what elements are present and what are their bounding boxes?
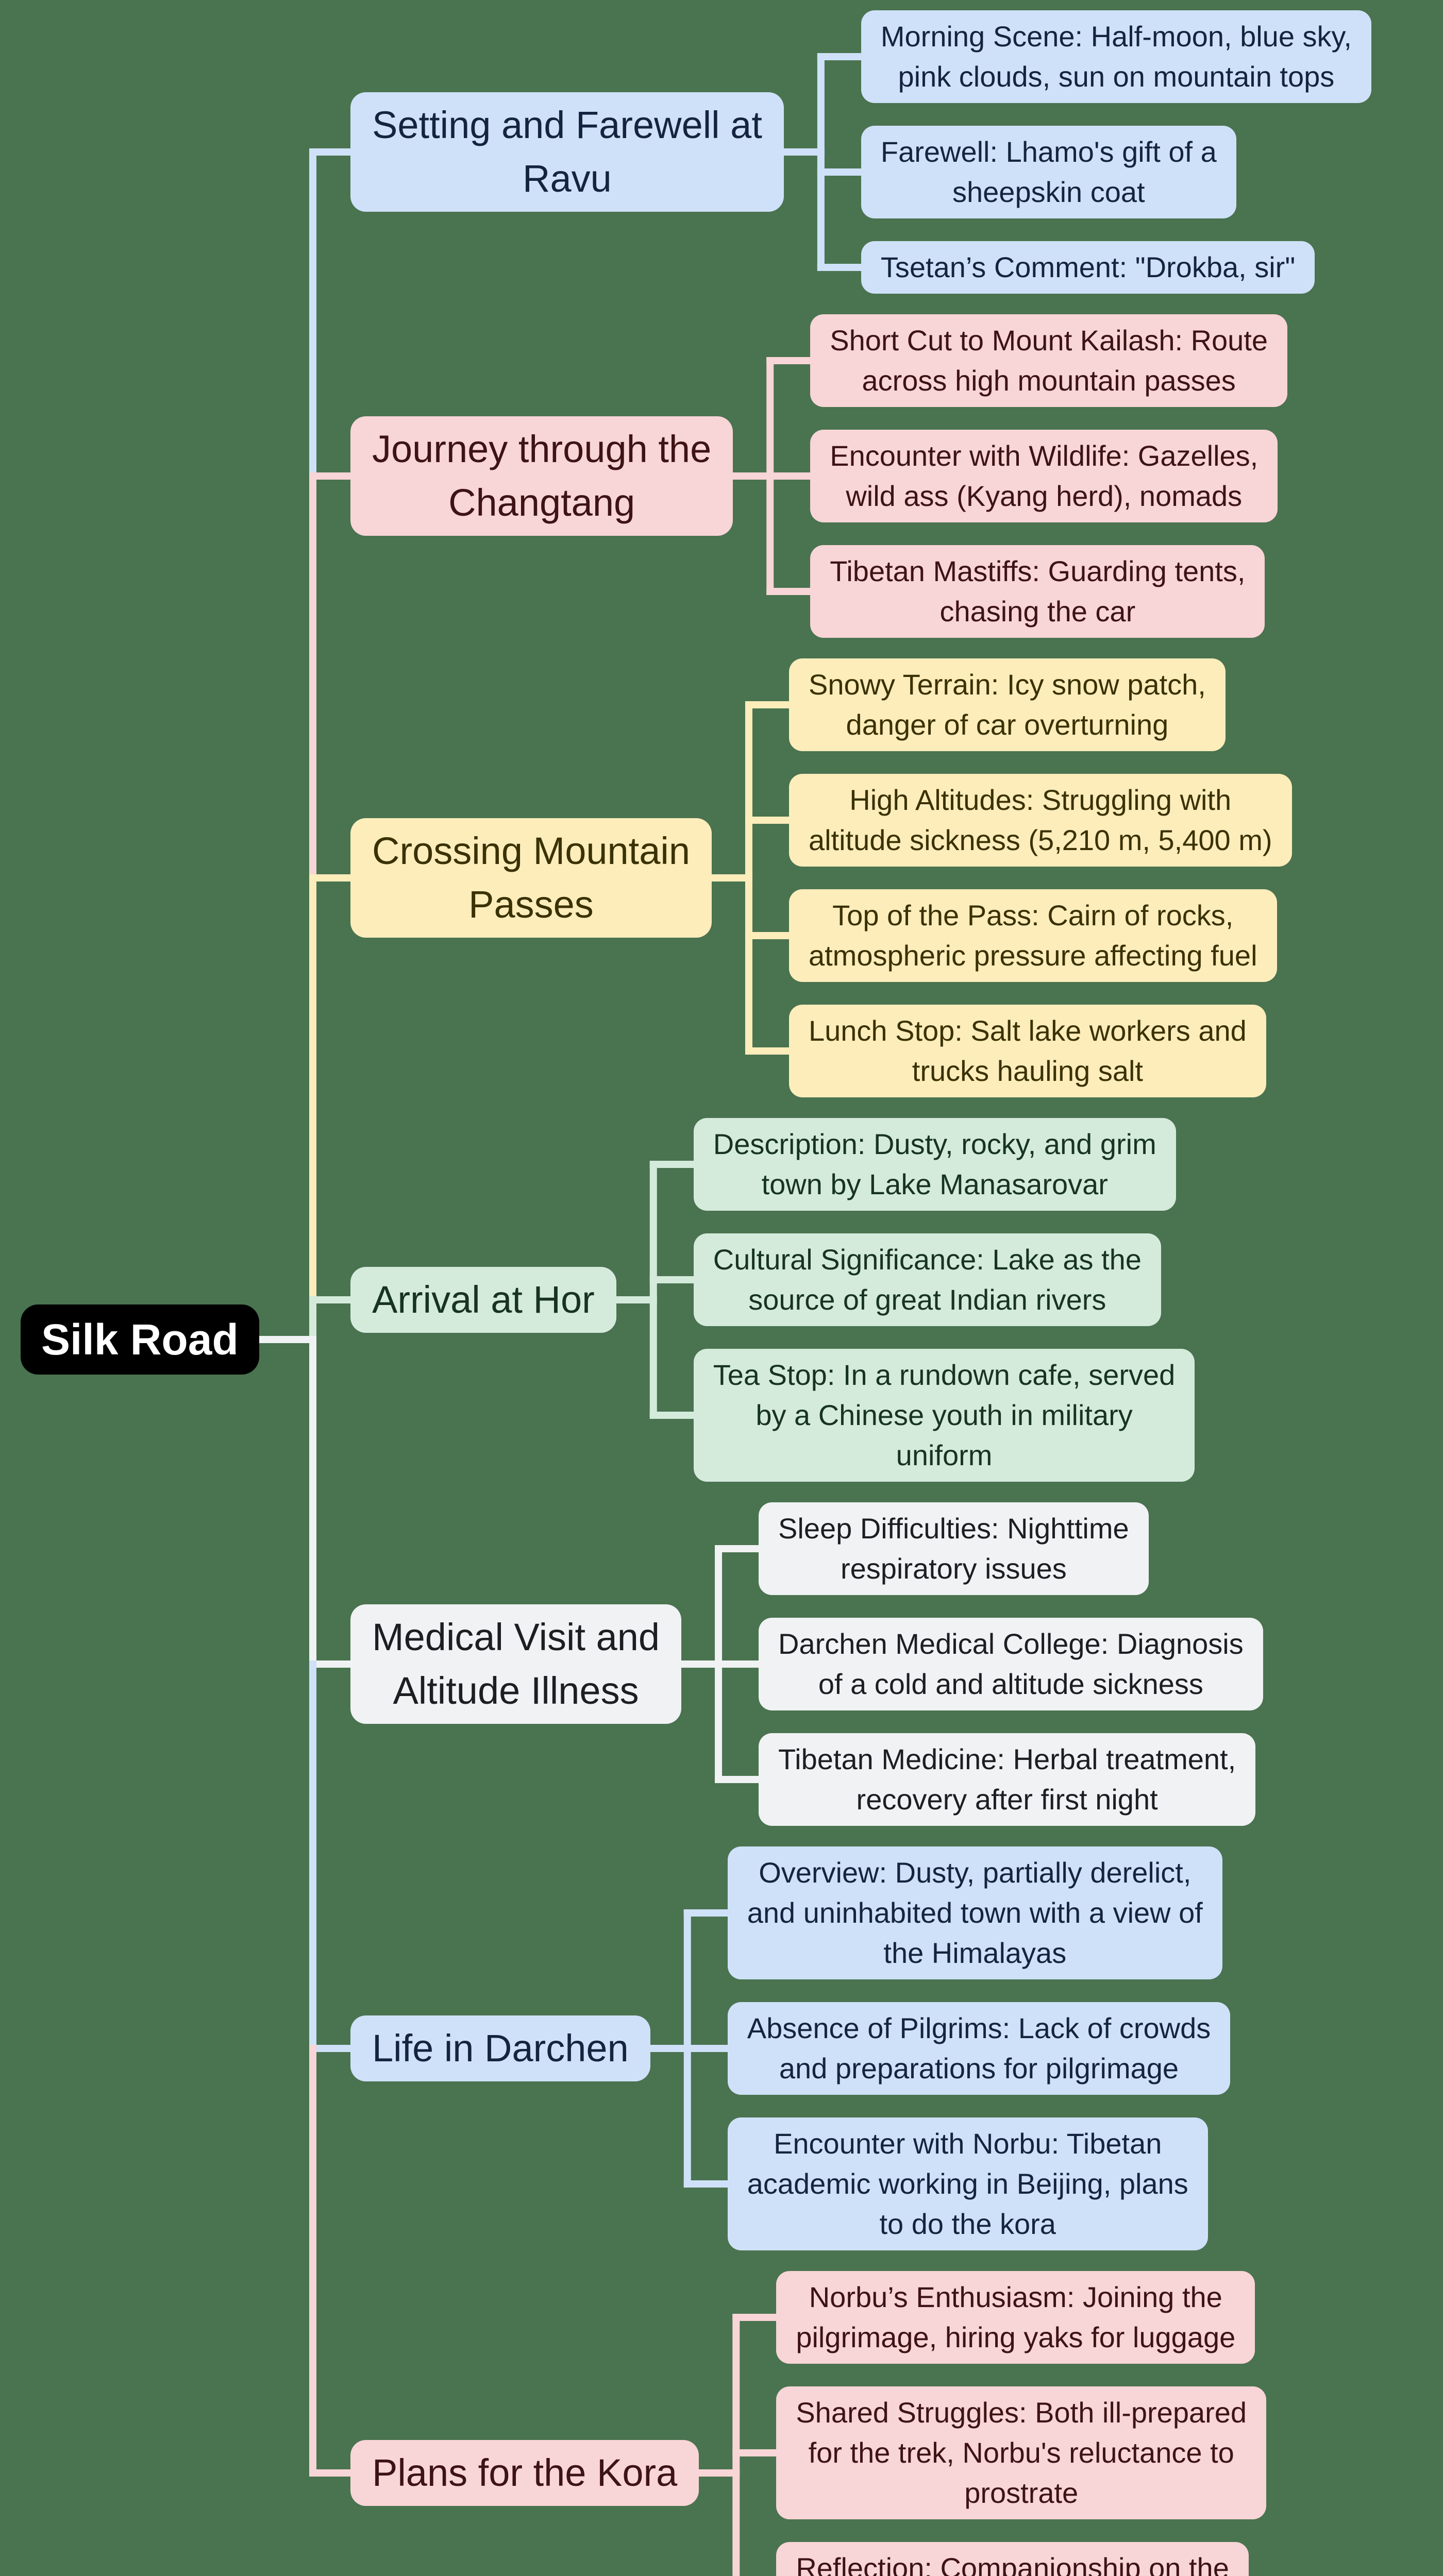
root-node[interactable]: Silk Road — [21, 1304, 259, 1375]
child-node[interactable]: Short Cut to Mount Kailash: Route across… — [810, 314, 1288, 407]
child-node[interactable]: Overview: Dusty, partially derelict, and… — [727, 1846, 1222, 1979]
child-node[interactable]: Snowy Terrain: Icy snow patch, danger of… — [788, 658, 1226, 751]
branch-row: Setting and Farewell at Ravu Morning Scen… — [350, 10, 1371, 294]
branch-children: Short Cut to Mount Kailash: Route across… — [810, 314, 1288, 638]
child-node[interactable]: Tea Stop: In a rundown cafe, served by a… — [693, 1349, 1195, 1482]
branch-children: Norbu’s Enthusiasm: Joining the pilgrima… — [776, 2271, 1267, 2576]
child-node[interactable]: Tsetan’s Comment: "Drokba, sir" — [861, 241, 1315, 294]
branch-title-node[interactable]: Crossing Mountain Passes — [350, 818, 712, 938]
child-node[interactable]: Tibetan Medicine: Herbal treatment, reco… — [759, 1733, 1256, 1826]
branch-row: Plans for the Kora Norbu’s Enthusiasm: Jo… — [350, 2271, 1371, 2576]
branch-title-node[interactable]: Medical Visit and Altitude Illness — [350, 1604, 682, 1724]
branch-title-node[interactable]: Journey through the Changtang — [350, 416, 733, 536]
branch-children: Sleep Difficulties: Nighttime respirator… — [759, 1502, 1263, 1826]
branch-children: Snowy Terrain: Icy snow patch, danger of… — [788, 658, 1292, 1097]
child-node[interactable]: Description: Dusty, rocky, and grim town… — [693, 1118, 1176, 1211]
child-node[interactable]: Norbu’s Enthusiasm: Joining the pilgrima… — [776, 2271, 1255, 2364]
child-node[interactable]: Shared Struggles: Both ill-prepared for … — [776, 2386, 1267, 2519]
branch-row: Arrival at Hor Description: Dusty, rocky,… — [350, 1118, 1371, 1482]
child-node[interactable]: Absence of Pilgrims: Lack of crowds and … — [727, 2002, 1231, 2095]
branch-children: Morning Scene: Half-moon, blue sky, pink… — [861, 10, 1371, 294]
branch-children: Overview: Dusty, partially derelict, and… — [727, 1846, 1231, 2250]
branch-title-node[interactable]: Plans for the Kora — [350, 2440, 699, 2506]
child-node[interactable]: High Altitudes: Struggling with altitude… — [788, 774, 1292, 867]
child-node[interactable]: Farewell: Lhamo's gift of a sheepskin co… — [861, 126, 1236, 218]
branch-row: Crossing Mountain Passes Snowy Terrain: I… — [350, 658, 1371, 1097]
branch-title-node[interactable]: Life in Darchen — [350, 2015, 650, 2081]
child-node[interactable]: Encounter with Norbu: Tibetan academic w… — [727, 2117, 1208, 2250]
child-node[interactable]: Morning Scene: Half-moon, blue sky, pink… — [861, 10, 1371, 103]
branch-row: Life in Darchen Overview: Dusty, partiall… — [350, 1846, 1371, 2250]
child-node[interactable]: Cultural Significance: Lake as the sourc… — [693, 1233, 1161, 1326]
child-node[interactable]: Darchen Medical College: Diagnosis of a … — [759, 1618, 1263, 1710]
child-node[interactable]: Sleep Difficulties: Nighttime respirator… — [759, 1502, 1149, 1595]
branch-children: Description: Dusty, rocky, and grim town… — [693, 1118, 1195, 1482]
child-node[interactable]: Lunch Stop: Salt lake workers and trucks… — [788, 1005, 1266, 1097]
branches-container: Setting and Farewell at Ravu Morning Scen… — [350, 10, 1371, 2576]
branch-title-node[interactable]: Arrival at Hor — [350, 1267, 616, 1333]
child-node[interactable]: Tibetan Mastiffs: Guarding tents, chasin… — [810, 545, 1265, 638]
branch-row: Journey through the Changtang Short Cut t… — [350, 314, 1371, 638]
child-node[interactable]: Top of the Pass: Cairn of rocks, atmosph… — [788, 889, 1277, 982]
branch-row: Medical Visit and Altitude Illness Sleep … — [350, 1502, 1371, 1826]
branch-title-node[interactable]: Setting and Farewell at Ravu — [350, 92, 784, 212]
child-node[interactable]: Encounter with Wildlife: Gazelles, wild … — [810, 430, 1278, 522]
child-node[interactable]: Reflection: Companionship on the journey… — [776, 2542, 1249, 2576]
